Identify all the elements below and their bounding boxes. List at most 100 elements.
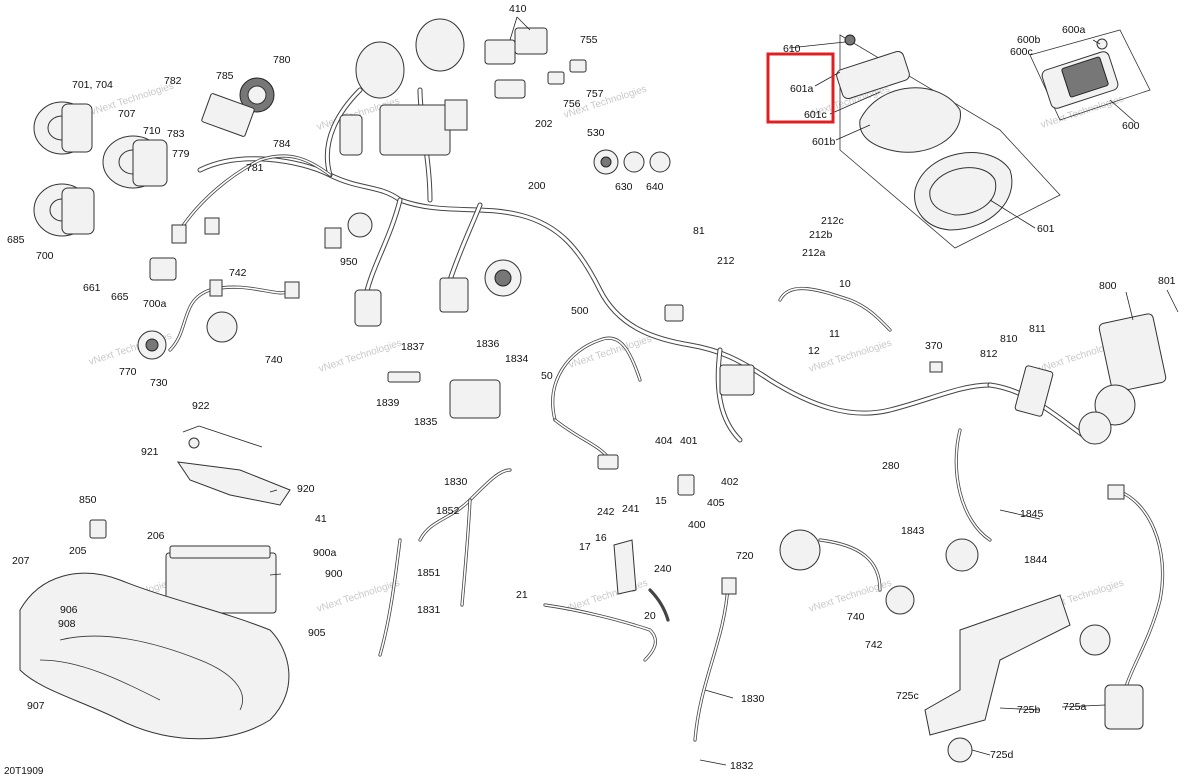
callout[interactable]: 205 xyxy=(69,545,87,557)
callout[interactable]: 700 xyxy=(36,250,54,262)
callout[interactable]: 212 xyxy=(717,255,735,267)
callout[interactable]: 401 xyxy=(680,435,698,447)
callout[interactable]: 1843 xyxy=(901,525,925,537)
callout[interactable]: 207 xyxy=(12,555,30,567)
callout[interactable]: 280 xyxy=(882,460,900,472)
callout[interactable]: 12 xyxy=(808,345,820,357)
callout[interactable]: 784 xyxy=(273,138,291,150)
callout[interactable]: 725c xyxy=(896,690,919,702)
callout[interactable]: 920 xyxy=(297,483,315,495)
callout[interactable]: 800 xyxy=(1099,280,1117,292)
callout[interactable]: 905 xyxy=(308,627,326,639)
callout[interactable]: 1835 xyxy=(414,416,438,428)
callout[interactable]: 11 xyxy=(829,328,840,340)
callout[interactable]: 780 xyxy=(273,54,291,66)
callout[interactable]: 600b xyxy=(1017,34,1041,46)
callout[interactable]: 402 xyxy=(721,476,739,488)
callout[interactable]: 404 xyxy=(655,435,673,447)
callout[interactable]: 742 xyxy=(229,267,247,279)
callout[interactable]: 1834 xyxy=(505,353,529,365)
callout[interactable]: 15 xyxy=(655,495,667,507)
callout[interactable]: 410 xyxy=(509,3,527,15)
callout[interactable]: 600a xyxy=(1062,24,1086,36)
callout[interactable]: 757 xyxy=(586,88,604,100)
callout[interactable]: 200 xyxy=(528,180,546,192)
callout[interactable]: 779 xyxy=(172,148,190,160)
callout[interactable]: 601 xyxy=(1037,223,1055,235)
callout[interactable]: 811 xyxy=(1029,323,1046,335)
callout[interactable]: 10 xyxy=(839,278,851,290)
callout[interactable]: 742 xyxy=(865,639,883,651)
callout[interactable]: 812 xyxy=(980,348,998,360)
callout[interactable]: 908 xyxy=(58,618,76,630)
callout[interactable]: 1851 xyxy=(417,567,441,579)
callout[interactable]: 665 xyxy=(111,291,129,303)
callout[interactable]: 710 xyxy=(143,125,161,137)
callout[interactable]: 740 xyxy=(847,611,865,623)
callout[interactable]: 922 xyxy=(192,400,210,412)
callout[interactable]: 640 xyxy=(646,181,664,193)
callout[interactable]: 17 xyxy=(579,541,591,553)
callout[interactable]: 41 xyxy=(315,513,327,525)
callout[interactable]: 781 xyxy=(246,162,264,174)
callout[interactable]: 81 xyxy=(693,225,705,237)
callout[interactable]: 1845 xyxy=(1020,508,1044,520)
callout[interactable]: 20 xyxy=(644,610,656,622)
callout[interactable]: 850 xyxy=(79,494,97,506)
callout[interactable]: 661 xyxy=(83,282,101,294)
callout[interactable]: 601c xyxy=(804,109,827,121)
callout[interactable]: 1836 xyxy=(476,338,500,350)
callout[interactable]: 907 xyxy=(27,700,45,712)
callout[interactable]: 900 xyxy=(325,568,343,580)
callout[interactable]: 630 xyxy=(615,181,633,193)
callout[interactable]: 242 xyxy=(597,506,615,518)
callout[interactable]: 600c xyxy=(1010,46,1033,58)
callout[interactable]: 950 xyxy=(340,256,358,268)
callout[interactable]: 212c xyxy=(821,215,844,227)
callout[interactable]: 202 xyxy=(535,118,553,130)
callout[interactable]: 900a xyxy=(313,547,337,559)
callout[interactable]: 601b xyxy=(812,136,836,148)
callout[interactable]: 601a xyxy=(790,83,814,95)
callout[interactable]: 610 xyxy=(783,43,801,55)
callout[interactable]: 16 xyxy=(595,532,607,544)
callout[interactable]: 400 xyxy=(688,519,706,531)
callout[interactable]: 1830 xyxy=(444,476,468,488)
callout[interactable]: 530 xyxy=(587,127,605,139)
callout[interactable]: 1831 xyxy=(417,604,441,616)
callout[interactable]: 21 xyxy=(516,589,528,601)
callout[interactable]: 720 xyxy=(736,550,754,562)
callout[interactable]: 1852 xyxy=(436,505,460,517)
callout[interactable]: 700a xyxy=(143,298,167,310)
callout[interactable]: 755 xyxy=(580,34,598,46)
callout[interactable]: 783 xyxy=(167,128,185,140)
callout[interactable]: 725a xyxy=(1063,701,1087,713)
callout[interactable]: 707 xyxy=(118,108,136,120)
callout[interactable]: 921 xyxy=(141,446,159,458)
callout[interactable]: 701, 704 xyxy=(72,79,113,91)
callout[interactable]: 370 xyxy=(925,340,943,352)
callout[interactable]: 212b xyxy=(809,229,833,241)
callout[interactable]: 801 xyxy=(1158,275,1176,287)
callout[interactable]: 240 xyxy=(654,563,672,575)
callout[interactable]: 405 xyxy=(707,497,725,509)
callout[interactable]: 212a xyxy=(802,247,826,259)
callout[interactable]: 685 xyxy=(7,234,25,246)
callout[interactable]: 500 xyxy=(571,305,589,317)
callout[interactable]: 785 xyxy=(216,70,234,82)
callout[interactable]: 1832 xyxy=(730,760,754,772)
callout[interactable]: 810 xyxy=(1000,333,1018,345)
callout[interactable]: 730 xyxy=(150,377,168,389)
callout[interactable]: 1837 xyxy=(401,341,425,353)
callout[interactable]: 782 xyxy=(164,75,182,87)
callout[interactable]: 725b xyxy=(1017,704,1041,716)
callout[interactable]: 740 xyxy=(265,354,283,366)
callout[interactable]: 1844 xyxy=(1024,554,1048,566)
callout[interactable]: 1839 xyxy=(376,397,400,409)
callout[interactable]: 770 xyxy=(119,366,137,378)
callout[interactable]: 1830 xyxy=(741,693,765,705)
callout[interactable]: 206 xyxy=(147,530,165,542)
callout[interactable]: 241 xyxy=(622,503,640,515)
callout[interactable]: 50 xyxy=(541,370,553,382)
callout[interactable]: 725d xyxy=(990,749,1014,761)
